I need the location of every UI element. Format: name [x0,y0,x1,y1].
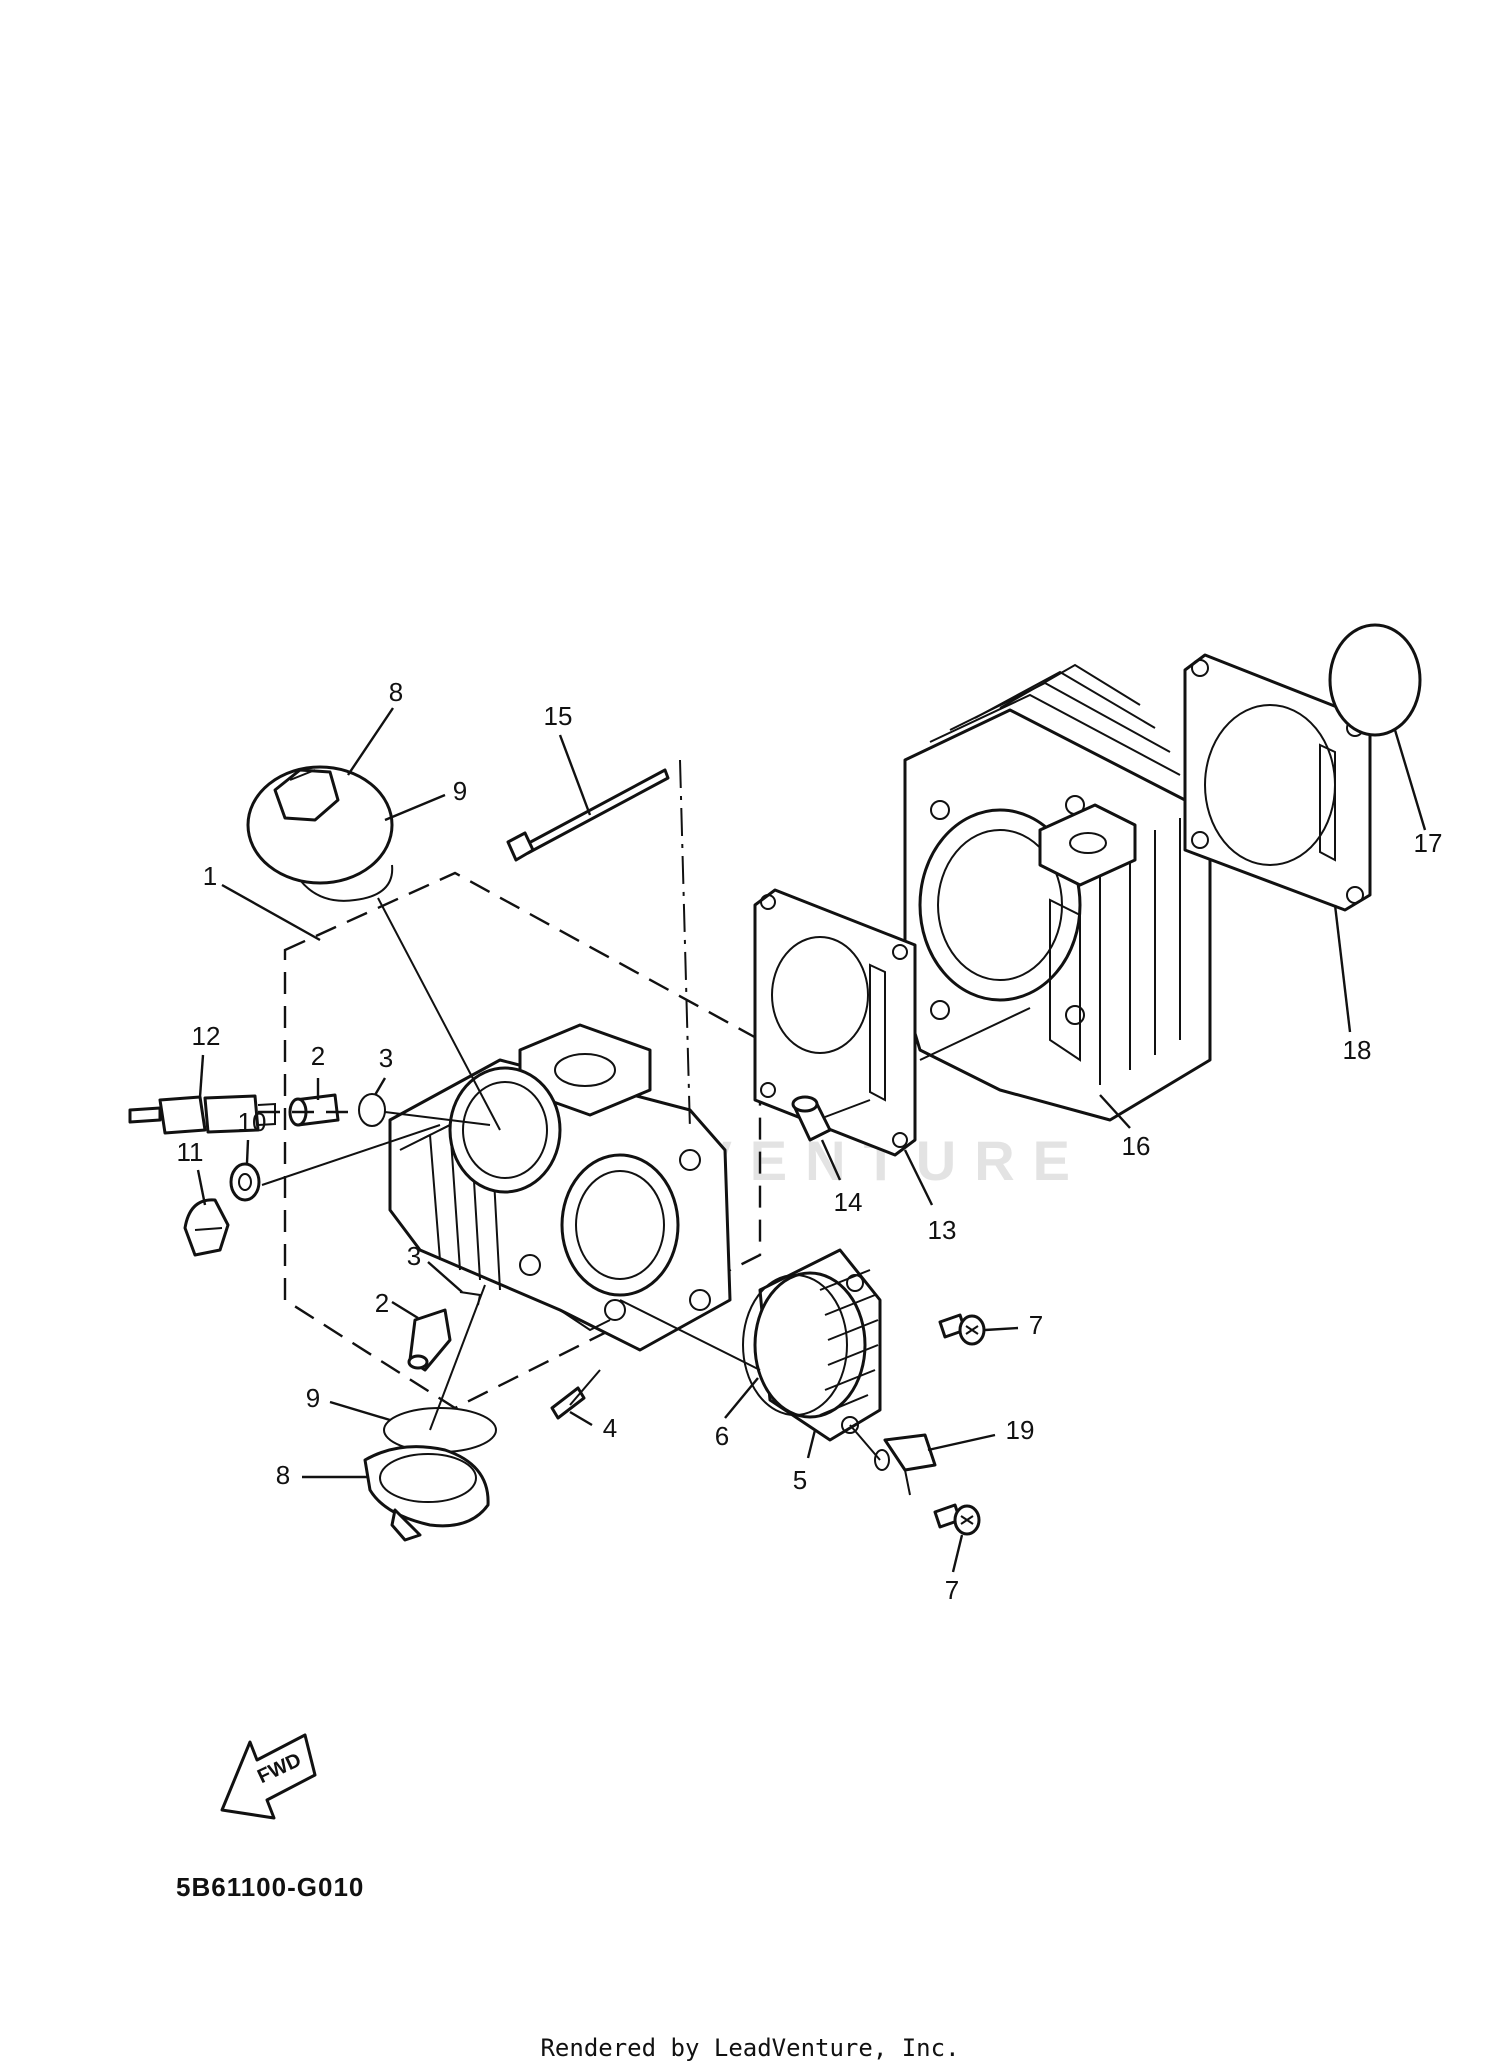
o-ring-upper-drawing [299,864,394,902]
leader-line-12 [198,1054,205,1098]
leader-line-3b [427,1261,463,1293]
leader-line-15 [558,734,592,816]
callout-14: 14 [834,1187,863,1217]
alignment-line-clamp [849,1424,881,1461]
leader-line-2b [391,1300,419,1320]
head-gasket-drawing [753,888,917,1157]
callout-3: 3 [379,1043,393,1073]
callout-1: 1 [203,861,217,891]
diagram-code: 5B61100-G010 [176,1872,365,1902]
leader-line-10 [245,1139,250,1164]
leader-line-16 [1099,1094,1131,1129]
alignment-line-bolt [679,759,691,1131]
render-credit: Rendered by LeadVenture, Inc. [540,2034,960,2062]
leader-line-1 [221,883,321,942]
alignment-line-plug [377,897,501,1131]
leader-line-11 [196,1169,207,1206]
side-cover-drawing [753,1248,882,1442]
alignment-line-stud [569,1369,601,1406]
clamp-drawing [874,1433,937,1496]
leader-line-13 [903,1149,934,1206]
callout-2: 2 [311,1041,325,1071]
cylinder-gasket-drawing [1183,653,1372,912]
leader-line-4 [569,1410,593,1427]
cylinder-head-assembly-outline [283,871,762,1410]
callout-6: 6 [715,1421,729,1451]
callout-19: 19 [1006,1415,1035,1445]
o-ring-drawing [1328,623,1422,737]
forward-direction-arrow: FWD [220,1733,317,1820]
leader-line-14 [820,1139,842,1181]
callout-7: 7 [945,1575,959,1605]
spark-plug-drawing [128,1094,276,1135]
callout-3: 3 [407,1241,421,1271]
callout-15: 15 [544,701,573,731]
leader-line-9b [329,1400,391,1422]
callout-9: 9 [453,776,467,806]
alignment-line-gasket-pin [824,1099,871,1118]
stud-bolt-drawing [550,1386,586,1420]
leader-line-19 [927,1433,996,1452]
cylinder-drawing [903,663,1212,1122]
alignment-line-circlip [384,1111,491,1126]
o-ring-lower-drawing [383,1407,497,1453]
callout-18: 18 [1343,1035,1372,1065]
leader-line-6 [724,1377,759,1419]
alignment-line-side-cover [619,1299,761,1371]
screw-lower-drawing [933,1503,981,1536]
leader-line-17 [1393,729,1427,831]
plug-lower-drawing [363,1445,490,1542]
plug-upper-drawing [246,765,394,885]
alignment-line-lower-plug [429,1284,486,1431]
valve-guide-upper-drawing [288,1093,340,1127]
alignment-line-washer [261,1124,441,1186]
washer-drawing [229,1162,261,1202]
callout-7: 7 [1029,1310,1043,1340]
callout-5: 5 [793,1465,807,1495]
callout-11: 11 [177,1137,204,1167]
callout-17: 17 [1414,828,1443,858]
leader-line-3a [373,1077,387,1096]
circlip-upper-drawing [358,1093,386,1127]
screw-upper-drawing [938,1313,986,1346]
callout-10: 10 [238,1107,267,1137]
leader-line-5 [806,1429,817,1459]
callout-13: 13 [928,1215,957,1245]
circlip-lower-drawing [459,1291,482,1306]
valve-guide-lower-drawing [407,1308,452,1372]
alignment-line-cylinder [919,1007,1031,1061]
leader-line-9a [384,793,446,822]
cylinder-head-drawing [388,1023,732,1352]
callout-2: 2 [375,1288,389,1318]
dowel-pin-drawing [791,1095,832,1142]
leader-line-8a [347,707,394,776]
callout-12: 12 [192,1021,221,1051]
callout-4: 4 [603,1413,617,1443]
callout-8: 8 [389,677,403,707]
side-cover-gasket-drawing [742,1274,848,1416]
long-bolt-drawing [506,768,670,862]
cap-nut-drawing [183,1198,230,1257]
leader-line-18 [1333,904,1352,1033]
callout-16: 16 [1122,1131,1151,1161]
leader-line-7a [984,1326,1019,1332]
leader-line-7b [951,1534,964,1573]
callout-9: 9 [306,1383,320,1413]
callout-8: 8 [276,1460,290,1490]
